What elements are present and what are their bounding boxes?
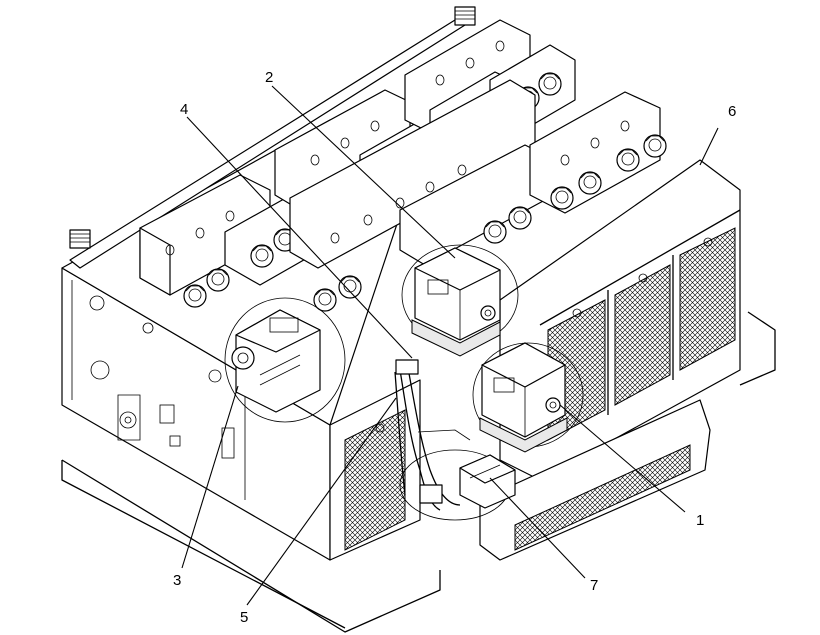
callout-4: 4 [180, 101, 188, 118]
leader-4 [186, 116, 413, 359]
callout-7: 7 [590, 577, 598, 594]
front-cabinet [329, 379, 421, 561]
leader-1 [559, 404, 686, 513]
callout-1: 1 [696, 512, 704, 529]
motor-operator-detail [224, 297, 346, 423]
leader-2 [271, 85, 456, 259]
right-busbar-block [529, 91, 667, 214]
base-platform [61, 311, 776, 633]
terminal-block [399, 449, 516, 521]
leader-3 [181, 385, 239, 569]
leader-5 [246, 397, 397, 606]
leader-lines [181, 85, 719, 606]
breaker-lower [472, 342, 584, 453]
callout-5: 5 [240, 609, 248, 626]
callout-6: 6 [728, 103, 736, 120]
breaker-upper [401, 244, 519, 357]
leader-7 [489, 477, 586, 579]
leader-6 [699, 127, 719, 166]
callout-3: 3 [173, 572, 181, 589]
callout-2: 2 [265, 69, 273, 86]
callout-labels: 1 2 3 4 5 6 7 [173, 69, 736, 626]
